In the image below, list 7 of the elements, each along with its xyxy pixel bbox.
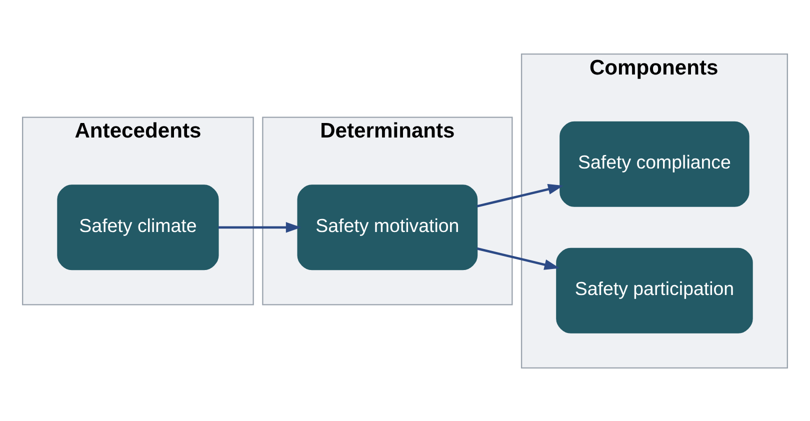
node-box: Safety climate bbox=[57, 184, 219, 270]
arrow bbox=[476, 184, 564, 207]
node-box: Safety motivation bbox=[297, 184, 478, 270]
node-box: Safety participation bbox=[556, 247, 753, 333]
arrow bbox=[476, 246, 560, 270]
node-box: Safety compliance bbox=[560, 120, 750, 206]
arrow bbox=[218, 222, 302, 232]
